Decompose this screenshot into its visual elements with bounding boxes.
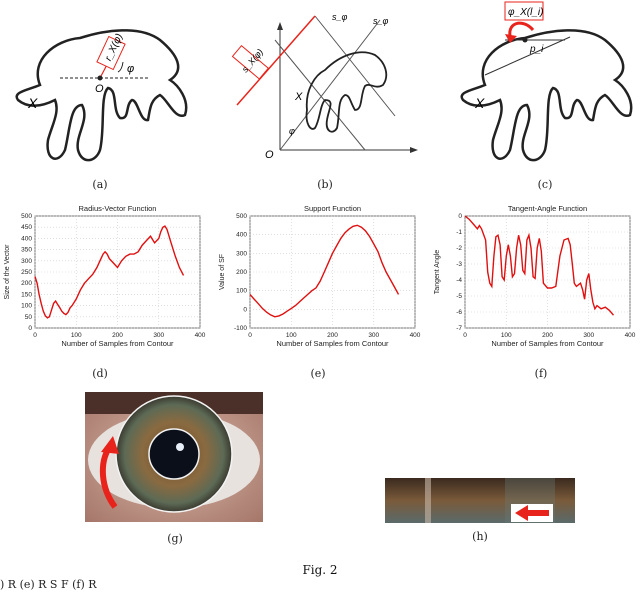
x-tick-label: 100	[501, 332, 512, 339]
y-tick-label: 400	[21, 235, 32, 242]
label-phi-a: φ	[127, 63, 134, 75]
chart-radius-vector: 0 100 200 300 400 0 50 100 150 200 250 300 350 400 450…	[4, 204, 206, 348]
chart-title: Tangent-Angle Function	[508, 204, 587, 213]
chart-title: Radius-Vector Function	[79, 204, 157, 213]
x-tick-label: 200	[327, 332, 338, 339]
x-tick-label: 300	[153, 332, 164, 339]
chart-tangent-angle: 0 100 200 300 400 -7 -6 -5 -4 -3 -2 -1 0 Tangent-Angl…	[434, 204, 636, 348]
x-axis-label: Number of Samples from Contour	[61, 339, 174, 348]
y-tick-label: -100	[234, 325, 247, 332]
label-o-b: O	[265, 149, 274, 161]
panel-d: 0 100 200 300 400 0 50 100 150 200 250 300 350 400 450…	[0, 200, 210, 390]
panel-a-diagram: r_X(φ) φ O X	[15, 29, 188, 162]
y-tick-label: -6	[456, 309, 462, 316]
y-axis-label: Size of the Vector	[4, 244, 11, 300]
y-axis-label: Value of SF	[219, 254, 226, 290]
x-tick-label: 300	[368, 332, 379, 339]
x-tick-label: 100	[71, 332, 82, 339]
y-axis-label: Tangent Angle	[434, 250, 441, 294]
y-tick-label: 350	[21, 247, 32, 254]
y-tick-label: 300	[236, 250, 247, 257]
x-tick-label: 400	[625, 332, 636, 339]
caption-a: (a)	[92, 178, 108, 191]
label-phi-b: φ	[289, 126, 295, 136]
y-tick-label: -4	[456, 277, 462, 284]
y-tick-label: 200	[236, 269, 247, 276]
label-x-c: X	[474, 95, 485, 111]
y-tick-label: 500	[236, 213, 247, 220]
y-tick-label: 0	[28, 325, 32, 332]
y-tick-label: 100	[21, 303, 32, 310]
panel-g: (g)	[85, 392, 263, 545]
label-o-a: O	[95, 83, 104, 95]
y-tick-label: 150	[21, 291, 32, 298]
x-axis-label: Number of Samples from Contour	[491, 339, 604, 348]
plot-area	[464, 215, 631, 329]
y-tick-label: 300	[21, 258, 32, 265]
panel-c-diagram: φ_X(l_i) p_i X	[460, 1, 633, 162]
y-tick-label: -7	[456, 325, 462, 332]
label-p: p_i	[529, 44, 544, 55]
label-phi-box: φ_X(l_i)	[508, 7, 543, 18]
x-tick-label: 200	[542, 332, 553, 339]
label-se-top: s_φ	[332, 12, 348, 22]
y-tick-label: 100	[236, 288, 247, 295]
x-tick-label: 0	[248, 332, 252, 339]
caption-b: (b)	[317, 178, 333, 191]
x-tick-label: 100	[286, 332, 297, 339]
caption-d: (d)	[92, 367, 108, 380]
contour-shape	[15, 29, 188, 162]
y-tick-label: 400	[236, 232, 247, 239]
label-se: s_φ	[373, 16, 389, 26]
x-tick-label: 0	[33, 332, 37, 339]
caption-h: (h)	[472, 530, 488, 543]
panel-c: φ_X(l_i) p_i X (c)	[445, 0, 640, 191]
series-line	[464, 215, 615, 316]
label-x-b: X	[294, 91, 303, 103]
iris-strip	[385, 478, 575, 523]
y-tick-label: -2	[456, 245, 462, 252]
x-tick-label: 300	[583, 332, 594, 339]
label-x-a: X	[27, 95, 38, 111]
y-tick-label: 500	[21, 213, 32, 220]
caption-c: (c)	[537, 178, 553, 191]
y-tick-label: -3	[456, 261, 462, 268]
y-tick-label: 450	[21, 224, 32, 231]
series-line	[34, 225, 185, 319]
panel-f: 0 100 200 300 400 -7 -6 -5 -4 -3 -2 -1 0 Tangent-Angl…	[430, 200, 640, 390]
caption-g: (g)	[167, 532, 183, 545]
x-tick-label: 400	[195, 332, 206, 339]
panel-h: (h)	[385, 478, 575, 543]
y-tick-label: 250	[21, 269, 32, 276]
x-tick-label: 200	[112, 332, 123, 339]
x-axis-label: Number of Samples from Contour	[276, 339, 389, 348]
y-tick-label: 50	[25, 314, 33, 321]
figure-caption: Fig. 2	[302, 563, 338, 577]
series-line	[249, 224, 400, 318]
x-tick-label: 400	[410, 332, 421, 339]
caption-f: (f)	[534, 367, 548, 380]
caption-e: (e)	[310, 367, 326, 380]
contour-shape-b	[305, 51, 388, 133]
eye-image	[85, 392, 263, 522]
contour-shape-c	[460, 29, 633, 162]
x-tick-label: 0	[463, 332, 467, 339]
panel-a: r_X(φ) φ O X (a)	[0, 0, 200, 191]
y-tick-label: 200	[21, 280, 32, 287]
y-tick-label: 0	[458, 213, 462, 220]
chart-title: Support Function	[304, 204, 361, 213]
panel-b: s_X(φ) s_φ s_φ X O φ (b)	[225, 0, 425, 191]
y-tick-label: -5	[456, 293, 462, 300]
y-tick-label: 0	[243, 306, 247, 313]
truncated-caption: ) R (e) R S F (f) R	[0, 578, 97, 591]
y-tick-label: -1	[456, 229, 462, 236]
panel-b-diagram: s_X(φ) s_φ s_φ X O φ	[231, 12, 418, 161]
